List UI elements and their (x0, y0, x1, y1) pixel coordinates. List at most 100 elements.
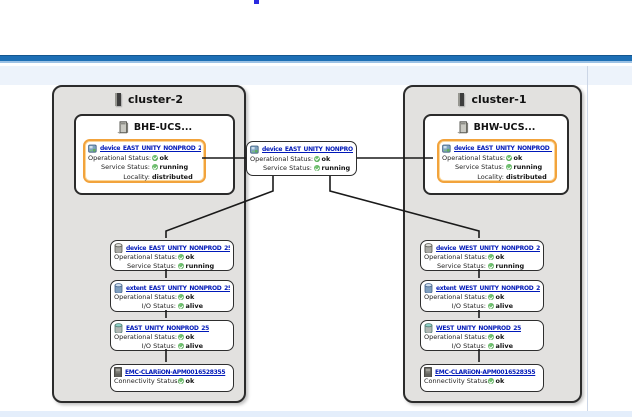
node-title-link[interactable]: device_WEST_UNITY_NONPROD_25 (436, 244, 540, 252)
volume-icon (114, 323, 123, 333)
node-title-row: device_EAST_UNITY_NONPROD_25 (250, 144, 353, 154)
status-value: ok (495, 377, 505, 386)
host-icon (457, 121, 469, 134)
status-value: running (185, 262, 215, 271)
status-value-group: ok (178, 253, 230, 261)
status-label: Connectivity Status: (114, 377, 180, 386)
status-value: running (321, 164, 351, 173)
node-title-link[interactable]: device_EAST_UNITY_NONPROD_25 (262, 145, 353, 153)
status-value-group: distributed (506, 173, 552, 181)
status-row: I/O Status:alive (424, 342, 540, 351)
status-row: Operational Status:ok (424, 293, 540, 302)
node-title-link[interactable]: EMC-CLARiiON-APM0016528355 (435, 368, 536, 376)
status-value: ok (495, 293, 505, 302)
node-title-row: extent_WEST_UNITY_NONPROD_25 (424, 283, 540, 293)
status-label: Operational Status: (114, 333, 178, 342)
canvas-top-band (0, 66, 632, 85)
node-title-row: device_EAST_UNITY_NONPROD_25 (114, 243, 230, 253)
node-title-row: WEST_UNITY_NONPROD_25 (424, 323, 540, 333)
node-title-link[interactable]: EAST_UNITY_NONPROD_25 (126, 324, 210, 332)
extent-icon (114, 283, 123, 293)
cluster-header: cluster-2 (54, 93, 244, 106)
status-value: distributed (152, 172, 193, 181)
node-title-row: device_EAST_UNITY_NONPROD_25 (88, 143, 201, 153)
status-value-group: alive (178, 302, 230, 310)
cluster-2-container[interactable]: cluster-2 BHE-UCS... device_EAST_UNITY_N… (52, 85, 246, 403)
node-title-link[interactable]: WEST_UNITY_NONPROD_25 (436, 324, 521, 332)
status-value-group: ok (488, 377, 540, 385)
status-value: ok (321, 154, 331, 163)
status-label: Operational Status: (88, 153, 152, 162)
status-label: I/O Status: (451, 302, 486, 311)
node-title-link[interactable]: extent_WEST_UNITY_NONPROD_25 (436, 284, 540, 292)
status-row: Locality:distributed (442, 172, 552, 181)
ok-check-icon (314, 165, 320, 172)
status-label: Operational Status: (250, 154, 314, 163)
ok-check-icon (152, 164, 158, 171)
array-icon (114, 367, 122, 377)
status-value-group: ok (488, 293, 540, 301)
status-label: Service Status: (263, 164, 312, 173)
array-icon (424, 367, 432, 377)
status-value: ok (495, 333, 505, 342)
app-icon-fragment (254, 0, 259, 4)
node-title-link[interactable]: device_EAST_UNITY_NONPROD_25 (126, 244, 230, 252)
cluster-1-container[interactable]: cluster-1 BHW-UCS... device_EAST_UNITY_N… (403, 85, 582, 403)
status-value-group: ok (178, 377, 230, 385)
ok-check-icon (178, 294, 184, 301)
status-row: Connectivity Status:ok (424, 377, 540, 386)
status-label: Operational Status: (424, 333, 488, 342)
status-value-group: ok (314, 155, 353, 163)
cluster-header: cluster-1 (405, 93, 580, 106)
host-icon (117, 121, 129, 134)
status-row: I/O Status:alive (424, 302, 540, 311)
node-title-link[interactable]: device_EAST_UNITY_NONPROD_25 (454, 144, 552, 152)
status-label: I/O Status: (451, 342, 486, 351)
node-title-link[interactable]: EMC-CLARiiON-APM0016528355 (125, 368, 226, 376)
panel-separator (587, 66, 588, 417)
status-value-group: running (488, 262, 540, 270)
cluster-icon (114, 93, 121, 106)
status-value: alive (185, 342, 204, 351)
storage-volume-icon (424, 243, 433, 253)
status-label: Service Status: (455, 163, 504, 172)
status-value: alive (185, 302, 204, 311)
ok-check-icon (178, 254, 184, 261)
status-row: Service Status:running (442, 163, 552, 173)
storage-volume-icon (114, 243, 123, 253)
host-title: BHW-UCS... (473, 122, 536, 133)
status-value: ok (185, 293, 195, 302)
host-header: BHE-UCS... (76, 121, 233, 134)
ok-check-icon (488, 343, 494, 350)
topology-node-center-device[interactable]: device_EAST_UNITY_NONPROD_25Operational … (246, 141, 357, 176)
status-label: I/O Status: (141, 302, 176, 311)
ok-check-icon (488, 294, 494, 301)
status-value-group: alive (488, 302, 540, 310)
status-row: Service Status:running (88, 163, 201, 173)
status-value: distributed (506, 172, 547, 181)
status-row: I/O Status: alive (114, 302, 230, 311)
toolbar-strip (0, 55, 632, 63)
status-row: Operational Status: ok (250, 154, 353, 164)
node-title-link[interactable]: extent_EAST_UNITY_NONPROD_25 (126, 284, 230, 292)
status-value-group: ok (152, 154, 201, 162)
ok-check-icon (178, 378, 184, 385)
node-title-row: EMC-CLARiiON-APM0016528355 (424, 367, 540, 377)
node-title-row: device_WEST_UNITY_NONPROD_25 (424, 243, 540, 253)
status-row: Operational Status:ok (114, 253, 230, 262)
ok-check-icon (152, 154, 158, 161)
node-title-link[interactable]: device_EAST_UNITY_NONPROD_25 (100, 144, 201, 152)
